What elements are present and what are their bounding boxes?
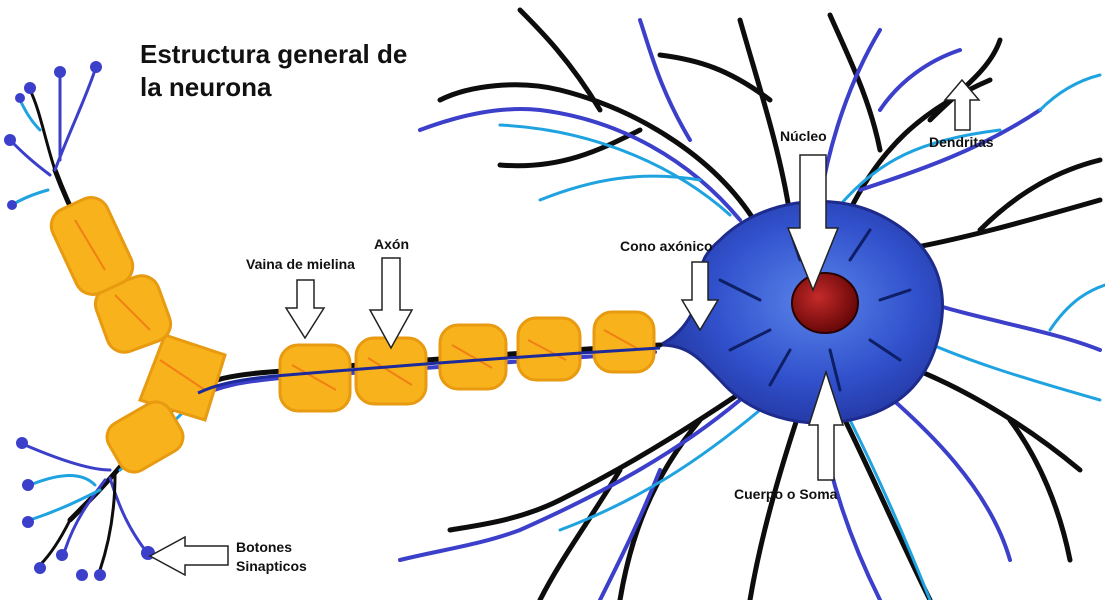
axon-terminals-top xyxy=(10,70,95,205)
label-cuerpo-soma: Cuerpo o Soma xyxy=(734,486,837,502)
myelin-sheath xyxy=(45,192,654,478)
label-botones-sinapticos: Botones Sinapticos xyxy=(236,538,307,576)
title-line-2: la neurona xyxy=(140,71,440,104)
diagram-title: Estructura general de la neurona xyxy=(140,38,440,104)
title-line-1: Estructura general de xyxy=(140,38,440,71)
label-vaina-mielina: Vaina de mielina xyxy=(246,256,355,272)
label-nucleo: Núcleo xyxy=(780,128,827,144)
label-botones-line-2: Sinapticos xyxy=(236,557,307,576)
botones-arrow xyxy=(150,537,228,575)
myelin-segment xyxy=(518,318,580,380)
label-dendritas: Dendritas xyxy=(929,134,994,150)
label-botones-line-1: Botones xyxy=(236,538,307,557)
vaina-mielina-arrow xyxy=(286,280,324,338)
axon-arrow xyxy=(370,258,412,348)
label-axon: Axón xyxy=(374,236,409,252)
axon-terminal-knobs-top xyxy=(4,61,102,210)
label-cono-axonico: Cono axónico xyxy=(620,238,713,254)
nucleus xyxy=(792,273,858,333)
